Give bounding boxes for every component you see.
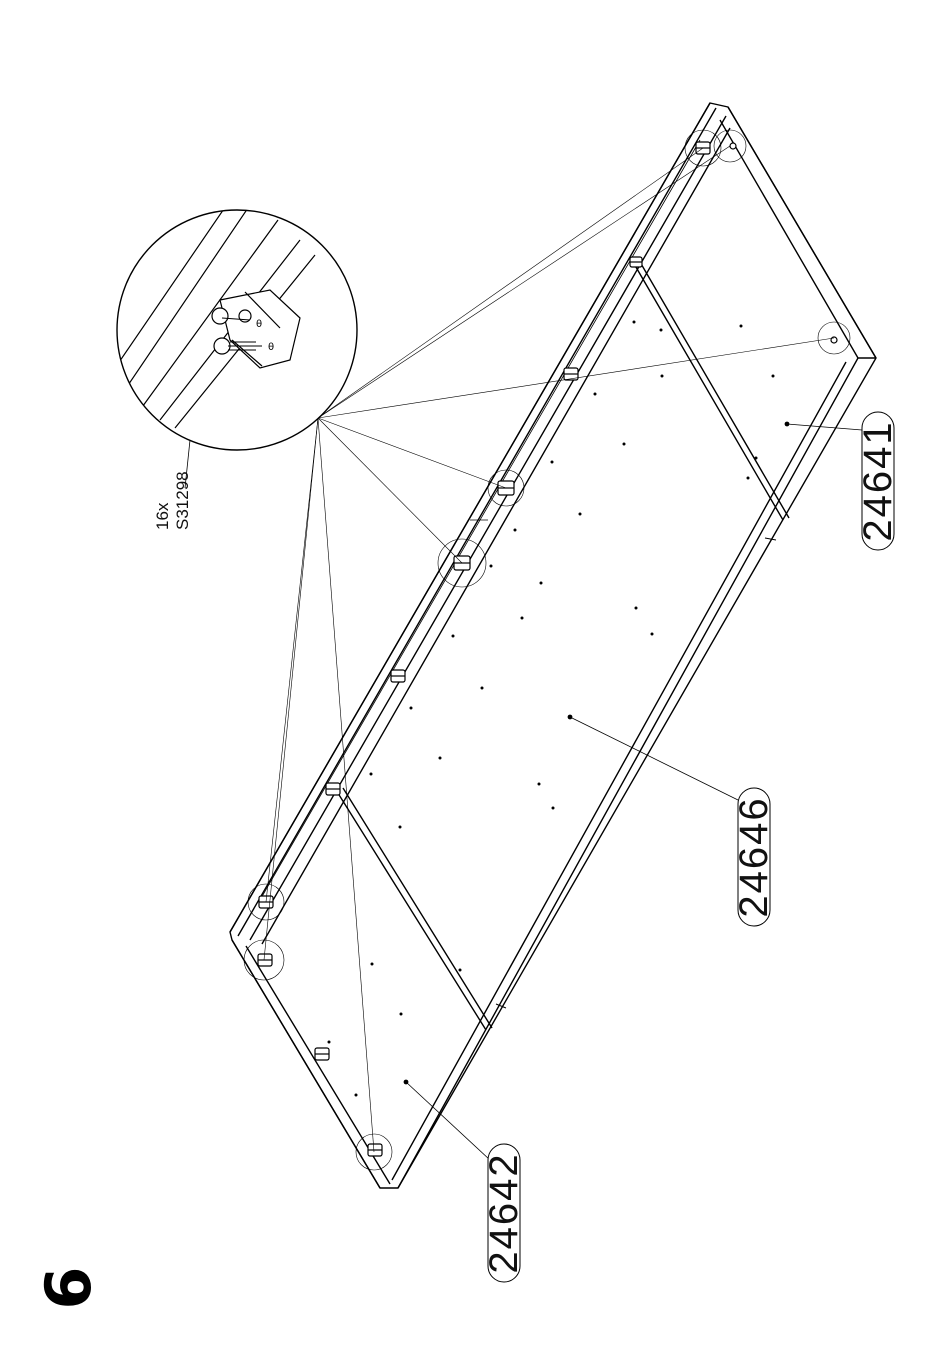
- part-dot-24646: [568, 715, 573, 720]
- part-dot-24642: [404, 1080, 409, 1085]
- bracket-7: [326, 783, 340, 795]
- detail-magnifier: θ θ: [100, 200, 357, 488]
- hardware-code: S31298: [173, 471, 192, 530]
- svg-text:θ: θ: [268, 342, 274, 353]
- bracket-6: [391, 670, 405, 682]
- bracket-2: [630, 257, 642, 267]
- hardware-quantity: 16x: [153, 502, 172, 530]
- bracket-13: [831, 337, 837, 343]
- svg-text:θ: θ: [256, 319, 262, 330]
- bracket-9: [258, 954, 272, 966]
- hardware-label: 16x S31298: [153, 471, 192, 530]
- part-label-24642: 24642: [482, 1152, 526, 1273]
- bracket-11: [368, 1144, 382, 1156]
- bracket-10: [315, 1048, 329, 1060]
- step-number: 6: [32, 1266, 105, 1309]
- part-label-24646: 24646: [732, 796, 776, 917]
- part-dot-24641: [785, 422, 790, 427]
- bracket-12: [730, 143, 736, 149]
- part-label-24641: 24641: [856, 420, 900, 541]
